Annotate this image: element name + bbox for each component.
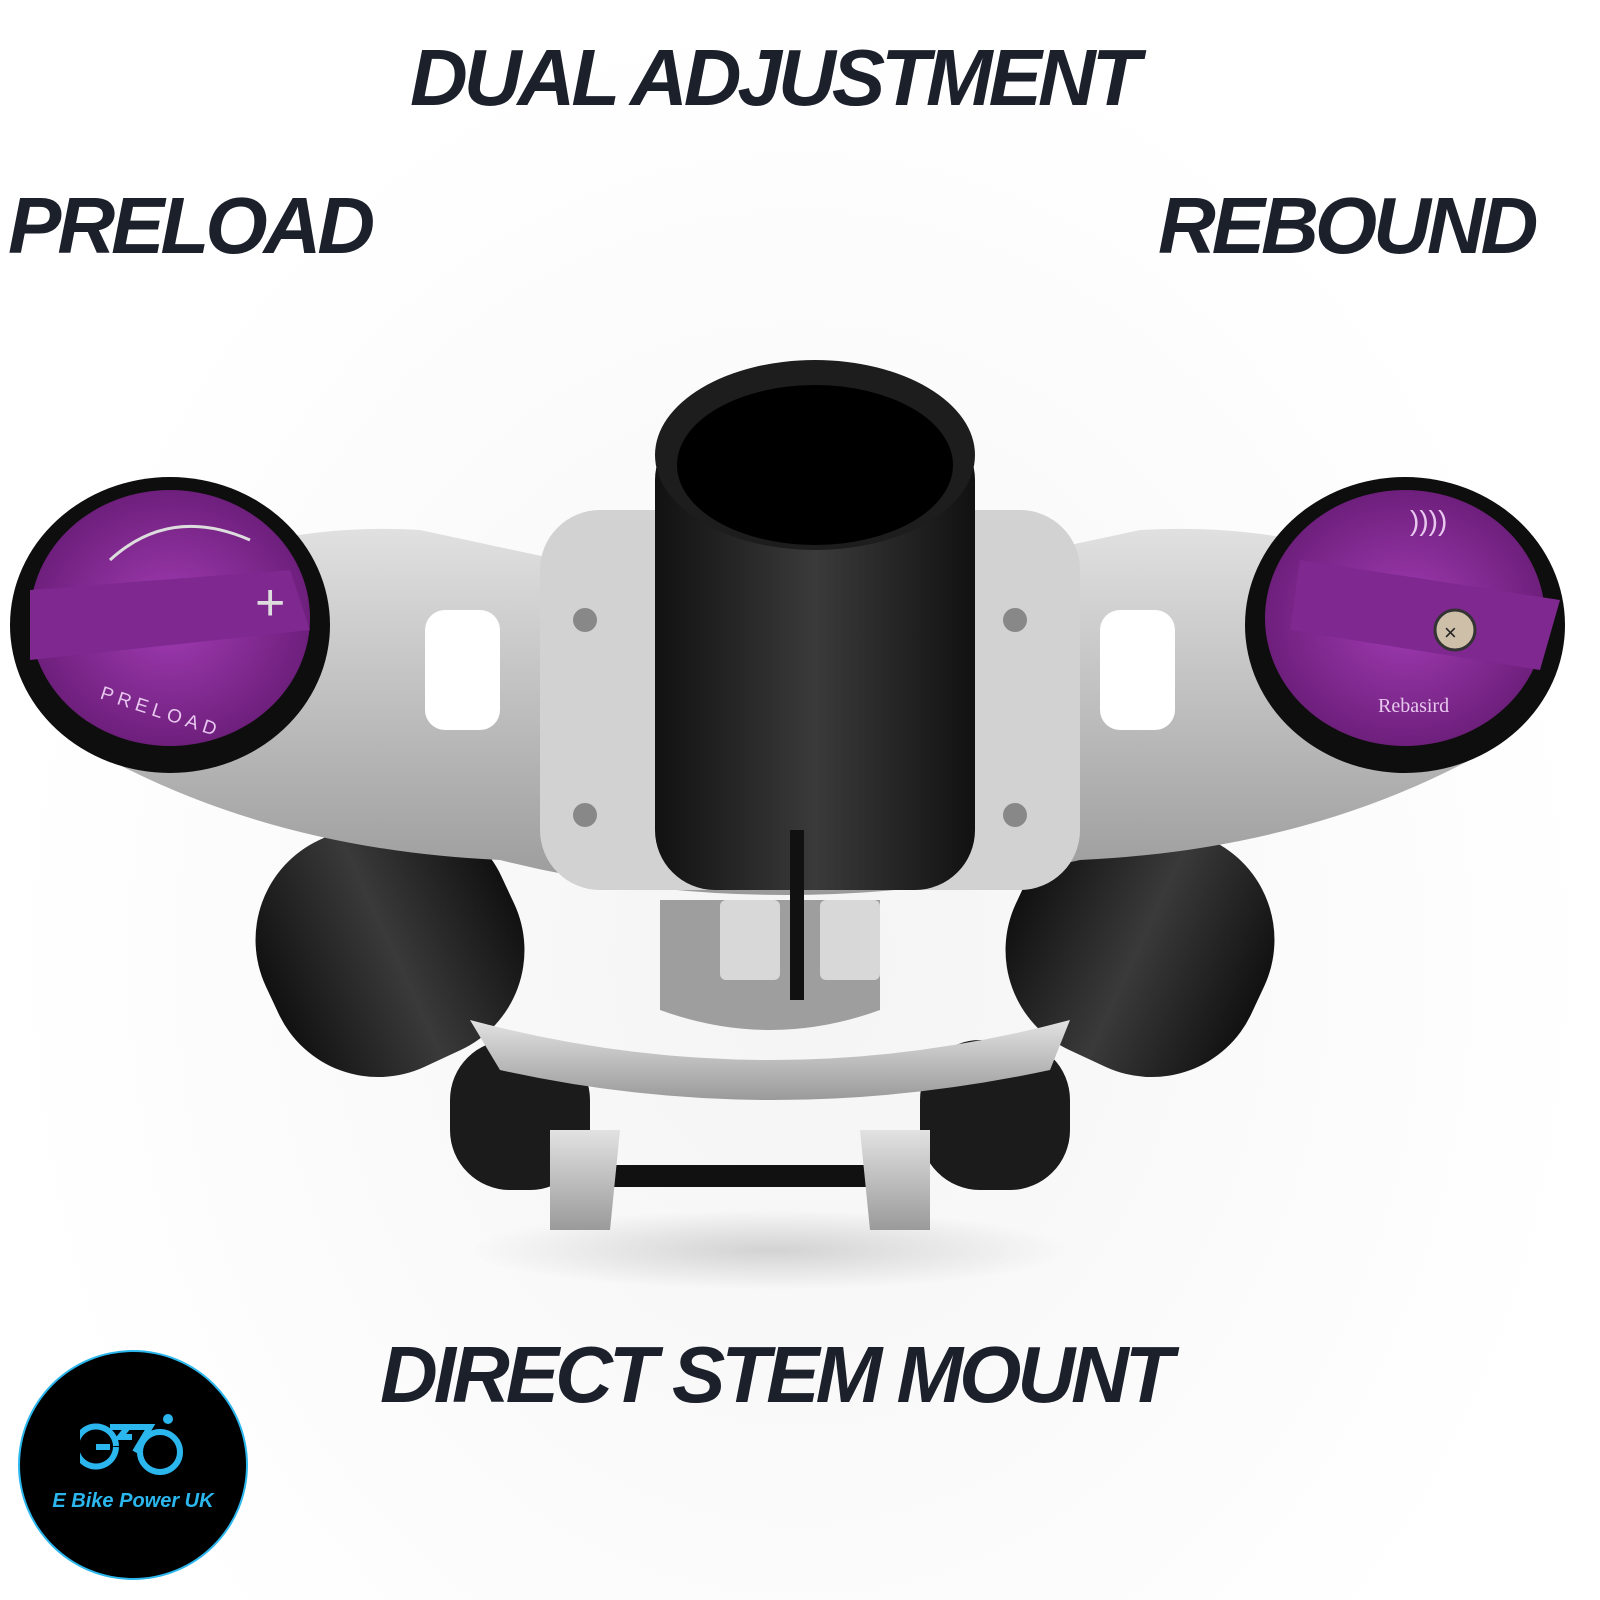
- brand-logo: E Bike Power UK: [20, 1352, 246, 1578]
- svg-text:)))): )))): [1410, 505, 1447, 536]
- steerer-tube: [655, 420, 975, 890]
- preload-heading: PRELOAD: [8, 181, 375, 270]
- left-stanchion: [255, 812, 525, 1078]
- bicycle-icon: [80, 1414, 183, 1475]
- svg-text:×: ×: [1444, 620, 1457, 645]
- lower-crown: [470, 1020, 1070, 1100]
- right-stanchion: [1005, 812, 1275, 1078]
- rebound-heading: REBOUND: [1158, 181, 1538, 270]
- brace-bar: [590, 1165, 880, 1187]
- title-heading: DUAL ADJUSTMENT: [410, 33, 1141, 122]
- rebound-cap-label: Rebasird: [1378, 695, 1449, 717]
- svg-text:+: +: [255, 574, 285, 632]
- logo-text: E Bike Power UK: [52, 1490, 214, 1512]
- direct-stem-mount-heading: DIRECT STEM MOUNT: [380, 1330, 1174, 1419]
